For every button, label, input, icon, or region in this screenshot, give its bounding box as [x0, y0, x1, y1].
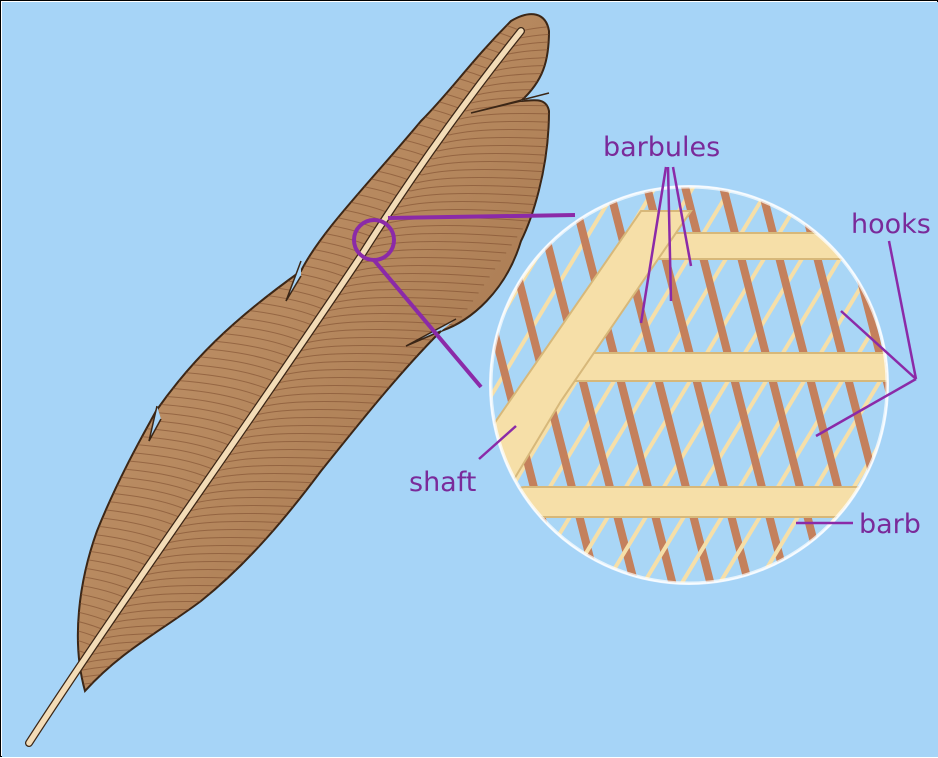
- label-barbules: barbules: [603, 132, 720, 163]
- label-shaft: shaft: [409, 467, 476, 498]
- barb: [556, 353, 901, 381]
- label-hooks: hooks: [851, 209, 931, 240]
- label-barb: barb: [859, 509, 921, 540]
